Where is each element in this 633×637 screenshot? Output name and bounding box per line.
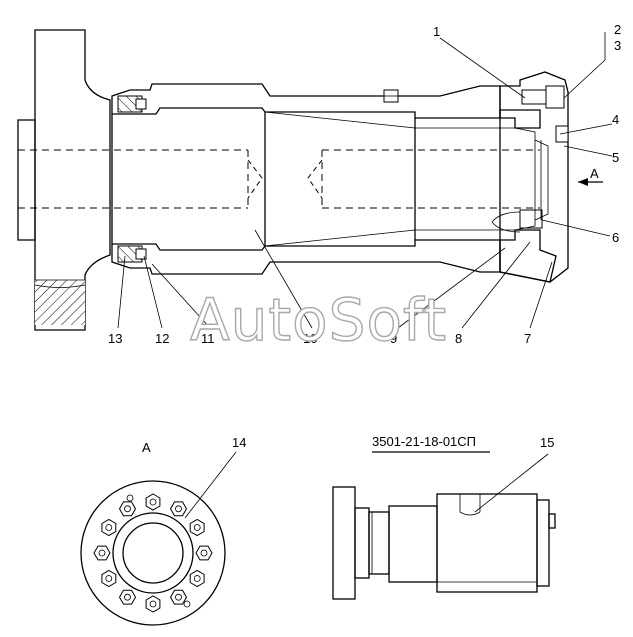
view-arrow-label: A bbox=[590, 166, 599, 181]
leader-lines bbox=[117, 32, 613, 329]
bolt-head bbox=[118, 501, 137, 517]
callout-10: 10 bbox=[303, 331, 317, 346]
bolt-center bbox=[124, 505, 131, 513]
bolt-center bbox=[175, 505, 182, 513]
bolt-head bbox=[145, 595, 161, 613]
callout-8: 8 bbox=[455, 331, 462, 346]
watermark-text: AutoSoft bbox=[190, 286, 447, 354]
callout-3: 3 bbox=[614, 38, 621, 53]
bolt-head bbox=[101, 569, 117, 588]
bolt-center bbox=[124, 593, 131, 601]
callout-5: 5 bbox=[612, 150, 619, 165]
view-a-label: A bbox=[142, 440, 151, 455]
callout-13: 13 bbox=[108, 331, 122, 346]
bolt-center bbox=[149, 498, 157, 506]
bolt-center bbox=[149, 600, 157, 608]
main-section-view bbox=[17, 29, 603, 331]
callout-1: 1 bbox=[433, 24, 440, 39]
callout-4: 4 bbox=[612, 112, 619, 127]
callout-12: 12 bbox=[155, 331, 169, 346]
bolt-center bbox=[98, 549, 106, 557]
callout-6: 6 bbox=[612, 230, 619, 245]
part-number: 3501-21-18-01СП bbox=[372, 434, 476, 449]
bolt-center bbox=[105, 575, 113, 582]
bolt-head bbox=[101, 518, 117, 537]
bolt-head bbox=[189, 569, 205, 588]
bolt-head bbox=[189, 518, 205, 537]
bolt-center bbox=[105, 524, 113, 531]
bolt-center bbox=[175, 593, 182, 601]
callout-2: 2 bbox=[614, 22, 621, 37]
bolt-head bbox=[195, 545, 213, 561]
callout-7: 7 bbox=[524, 331, 531, 346]
view-a-end-view bbox=[80, 451, 237, 626]
bolt-center bbox=[193, 524, 201, 531]
bolt-head bbox=[93, 545, 111, 561]
bolt-head bbox=[118, 589, 137, 605]
side-view-assembly bbox=[332, 451, 556, 600]
callout-11: 11 bbox=[201, 331, 215, 346]
bolt-head bbox=[169, 589, 188, 605]
callout-14: 14 bbox=[232, 435, 246, 450]
bolt-head bbox=[145, 493, 161, 511]
callout-15: 15 bbox=[540, 435, 554, 450]
callout-9: 9 bbox=[390, 331, 397, 346]
bolt-center bbox=[200, 549, 208, 557]
bolt-head bbox=[169, 501, 188, 517]
bolt-center bbox=[193, 575, 201, 582]
